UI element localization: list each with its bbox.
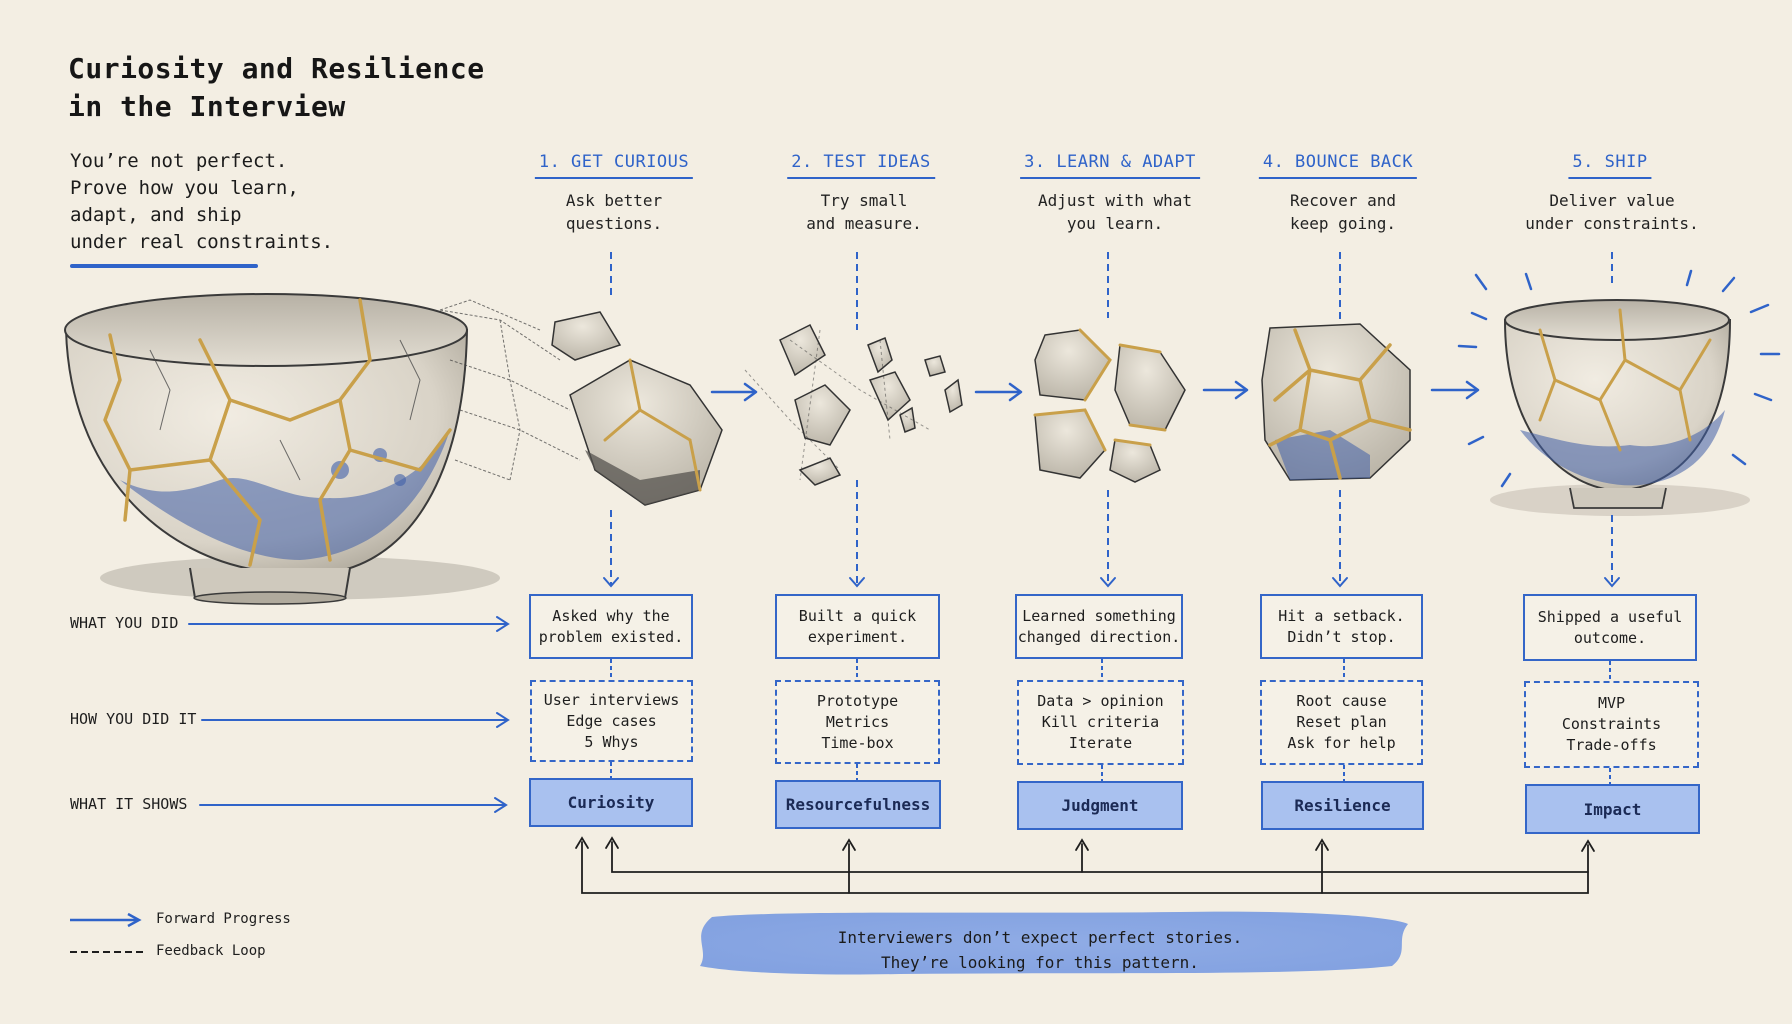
how-box-1: User interviews Edge cases 5 Whys	[530, 680, 693, 762]
did-line: Asked why the	[552, 606, 670, 625]
desc-line: Deliver value	[1549, 191, 1675, 210]
did-line: Didn’t stop.	[1287, 627, 1396, 646]
how-line: Metrics	[825, 712, 890, 731]
scattered-shards-icon	[779, 323, 963, 486]
page-title: Curiosity and Resilience in the Intervie…	[68, 50, 485, 126]
pattern-banner: Interviewers don’t expect perfect storie…	[700, 914, 1380, 986]
how-line: Kill criteria	[1041, 713, 1160, 731]
step-5-desc: Deliver value under constraints.	[1525, 189, 1698, 235]
did-line: problem existed.	[538, 627, 684, 646]
step-2-title: 2. TEST IDEAS	[787, 152, 935, 179]
shows-label: Impact	[1583, 799, 1642, 819]
how-box-2: Prototype Metrics Time-box	[775, 680, 940, 764]
shows-label: Curiosity	[567, 793, 655, 812]
subtitle-line: adapt, and ship	[70, 204, 242, 226]
step-1-desc: Ask better questions.	[566, 189, 662, 235]
shows-label: Judgment	[1061, 796, 1139, 815]
shows-box-4: Resilience	[1261, 781, 1424, 830]
did-line: Hit a setback.	[1278, 606, 1405, 625]
step-connectors	[610, 252, 1613, 585]
how-line: Data > opinion	[1037, 692, 1164, 710]
how-box-5: MVP Constraints Trade-offs	[1524, 681, 1699, 768]
did-line: Built a quick	[798, 606, 917, 625]
how-line: 5 Whys	[584, 732, 639, 751]
desc-line: Ask better	[565, 191, 663, 210]
step-5-title: 5. SHIP	[1568, 152, 1652, 179]
subtitle: You’re not perfect. Prove how you learn,…	[70, 148, 333, 256]
desc-line: Adjust with what	[1037, 191, 1193, 210]
desc-line: Recover and	[1290, 191, 1396, 210]
desc-line: you learn.	[1066, 214, 1164, 233]
step-3-title: 3. LEARN & ADAPT	[1020, 152, 1200, 179]
shows-box-2: Resourcefulness	[775, 780, 941, 829]
desc-line: keep going.	[1290, 214, 1396, 233]
did-line: Shipped a useful	[1537, 607, 1683, 626]
subtitle-line: You’re not perfect.	[70, 150, 288, 172]
how-line: Reset plan	[1296, 713, 1387, 731]
step-4-desc: Recover and keep going.	[1290, 189, 1396, 235]
shows-label: Resourcefulness	[785, 795, 931, 814]
title-line: Curiosity and Resilience	[68, 52, 485, 85]
stage-arrows	[710, 380, 1480, 402]
how-line: Iterate	[1068, 734, 1133, 752]
did-line: Learned something	[1022, 606, 1176, 625]
did-line: changed direction.	[1017, 627, 1181, 646]
subtitle-line: under real constraints.	[70, 231, 334, 253]
step-3-desc: Adjust with what you learn.	[1038, 189, 1192, 235]
how-line: Prototype	[816, 691, 899, 710]
did-box-5: Shipped a useful outcome.	[1523, 594, 1697, 661]
shows-label: Resilience	[1294, 796, 1391, 815]
step-4-title: 4. BOUNCE BACK	[1258, 152, 1418, 179]
reassembling-pieces-icon	[1033, 328, 1186, 483]
how-line: User interviews	[543, 690, 680, 709]
how-line: Root cause	[1296, 692, 1387, 710]
step-1-title: 1. GET CURIOUS	[534, 152, 694, 179]
row-label-did: WHAT YOU DID	[70, 614, 179, 632]
feedback-loop	[575, 836, 1595, 894]
shows-box-3: Judgment	[1017, 781, 1183, 830]
how-line: MVP	[1597, 694, 1626, 712]
repaired-bowl-icon	[1457, 269, 1781, 516]
subtitle-line: Prove how you learn,	[70, 177, 299, 199]
did-box-2: Built a quick experiment.	[775, 594, 940, 659]
glow-rays-icon	[1457, 269, 1781, 488]
row-arrows	[188, 616, 510, 813]
banner-line: Interviewers don’t expect perfect storie…	[837, 928, 1243, 947]
banner-line: They’re looking for this pattern.	[881, 953, 1199, 972]
did-box-3: Learned something changed direction.	[1015, 594, 1183, 659]
did-line: outcome.	[1573, 628, 1647, 647]
shows-box-1: Curiosity	[529, 778, 693, 827]
title-line: in the Interview	[68, 90, 346, 123]
row-label-shows: WHAT IT SHOWS	[70, 795, 188, 813]
shows-box-5: Impact	[1525, 784, 1700, 834]
how-line: Time-box	[821, 733, 894, 752]
crack-net	[439, 299, 581, 481]
how-box-4: Root cause Reset plan Ask for help	[1260, 680, 1423, 765]
desc-line: Try small	[820, 191, 908, 210]
legend-marks	[70, 912, 144, 953]
desc-line: under constraints.	[1525, 214, 1699, 233]
did-line: experiment.	[807, 627, 908, 646]
how-line: Edge cases	[566, 711, 657, 730]
shattered-fragments-icon	[551, 311, 723, 506]
subtitle-underline	[70, 264, 258, 268]
row-label-how: HOW YOU DID IT	[70, 710, 197, 728]
desc-line: questions.	[565, 214, 663, 233]
did-box-4: Hit a setback. Didn’t stop.	[1260, 594, 1423, 659]
desc-line: and measure.	[806, 214, 922, 233]
how-box-3: Data > opinion Kill criteria Iterate	[1017, 680, 1184, 765]
legend-feedback: Feedback Loop	[156, 943, 266, 959]
cracked-bowl-icon	[64, 293, 500, 605]
banner-brushstroke	[700, 911, 1408, 975]
legend-forward: Forward Progress	[156, 911, 291, 927]
how-line: Trade-offs	[1566, 736, 1657, 754]
how-line: Ask for help	[1287, 734, 1396, 752]
rebuilt-vessel-icon	[1261, 323, 1412, 481]
how-line: Constraints	[1561, 715, 1662, 733]
did-box-1: Asked why the problem existed.	[529, 594, 693, 659]
step-2-desc: Try small and measure.	[806, 189, 922, 235]
